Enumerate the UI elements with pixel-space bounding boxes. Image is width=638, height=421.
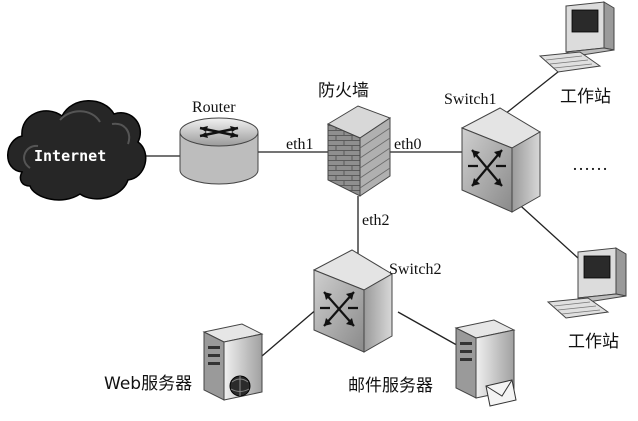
eth0-label: eth0 — [394, 136, 422, 153]
firewall-label: 防火墙 — [318, 81, 369, 101]
router-icon — [179, 117, 259, 185]
link-switch2-web-server — [261, 307, 319, 357]
switch1-icon — [460, 107, 541, 213]
switch1-label: Switch1 — [444, 91, 497, 108]
eth2-label: eth2 — [362, 212, 390, 229]
switch2-label: Switch2 — [389, 261, 442, 278]
eth1-label: eth1 — [286, 136, 314, 153]
link-switch1-workstation-bottom — [511, 197, 579, 259]
workstation-bottom-icon — [546, 247, 627, 319]
workstation-bottom-label: 工作站 — [568, 332, 619, 352]
web-server-label: Web服务器 — [104, 374, 193, 394]
workstation-top-icon — [538, 1, 615, 73]
workstation-top-label: 工作站 — [560, 87, 611, 107]
switch2-icon — [312, 249, 393, 353]
router-label: Router — [192, 99, 236, 116]
link-switch2-mail-server — [397, 311, 463, 349]
web-server-icon — [202, 323, 264, 401]
ellipsis-label: …… — [572, 154, 608, 174]
connections — [138, 63, 579, 357]
mail-server-label: 邮件服务器 — [348, 376, 433, 396]
link-switch1-workstation-top — [499, 63, 569, 119]
internet-cloud-icon — [7, 100, 147, 201]
internet-label: Internet — [34, 147, 107, 165]
mail-server-icon — [454, 319, 517, 407]
firewall-icon — [326, 105, 392, 197]
